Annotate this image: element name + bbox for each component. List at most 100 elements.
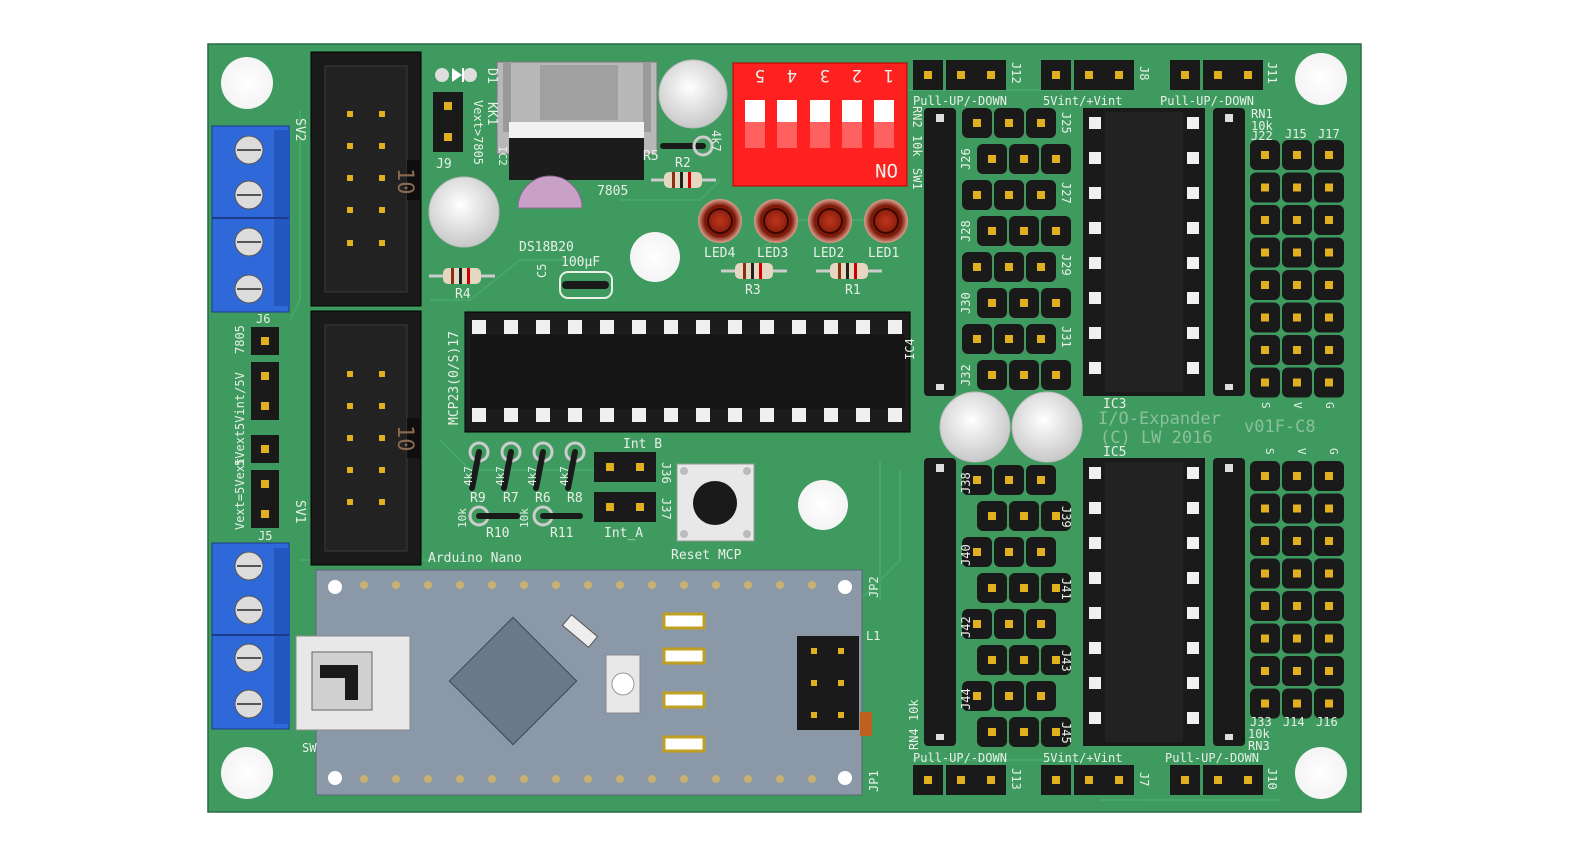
header-pin-contact	[1261, 313, 1269, 322]
header-pin-contact	[1261, 248, 1269, 257]
header-pin-contact	[1052, 227, 1060, 235]
header-pin-contact	[1261, 569, 1269, 578]
header-pin-contact	[1052, 728, 1060, 736]
mounting-hole	[1295, 747, 1347, 799]
header-pin-contact	[1020, 584, 1028, 592]
header-pin-contact	[1293, 667, 1301, 675]
header-pin-contact	[1261, 472, 1269, 480]
header-pin-contact	[1020, 512, 1028, 520]
silkscreen: SV2 SV1 10 10 D1 KK1 Vext>7805 J9 IC2 78…	[233, 62, 1340, 792]
header-pin-contact	[1005, 548, 1013, 556]
label-dip-3: 3	[820, 65, 830, 85]
label-j14: J14	[1283, 715, 1305, 729]
header-pin-contact	[1005, 119, 1013, 127]
label-arduino-nano: Arduino Nano	[428, 551, 522, 566]
header-pin-contact	[1293, 151, 1301, 159]
label-j16: J16	[1316, 715, 1338, 729]
label-r8: R8	[567, 491, 583, 506]
label-sv2: SV2	[292, 118, 307, 141]
header-pin-contact	[973, 335, 981, 343]
header-pin-contact	[973, 548, 981, 556]
label-col-v-top: V	[1291, 402, 1304, 409]
label-rn1: RN1	[1251, 107, 1273, 121]
resistors	[429, 172, 882, 284]
header-pin-contact	[973, 476, 981, 484]
label-j10: J10	[1265, 768, 1279, 790]
header-pin-contact	[1325, 216, 1333, 224]
label-5vext: 5Vext	[233, 430, 247, 466]
header-pin-contact	[1037, 548, 1045, 556]
mounting-hole	[221, 747, 273, 799]
mounting-hole	[1295, 53, 1347, 105]
header-pin-contact	[1325, 151, 1333, 159]
label-rn2: RN2 10k	[910, 106, 924, 157]
label-pu-top-right: Pull-UP/-DOWN	[1160, 94, 1254, 108]
header-pin-contact	[1037, 620, 1045, 628]
label-r7: R7	[503, 491, 519, 506]
label-col-g-top: G	[1323, 402, 1336, 409]
header-pin-contact	[1020, 227, 1028, 235]
jumpers-bottom	[913, 765, 1263, 795]
label-j30: J30	[959, 292, 973, 314]
label-int-b: Int B	[623, 437, 662, 452]
header-pin-contact	[1261, 634, 1269, 643]
label-j17: J17	[1318, 127, 1340, 141]
header-pin-contact	[1037, 335, 1045, 343]
header-pin-contact	[988, 584, 996, 592]
header-pin-contact	[1005, 335, 1013, 343]
header-pin-contact	[1052, 512, 1060, 520]
label-j6: J6	[256, 312, 270, 326]
header-pin-contact	[1020, 656, 1028, 664]
header-pin-contact	[1052, 584, 1060, 592]
header-pin-contact	[1261, 151, 1269, 159]
label-j37: J37	[659, 498, 673, 520]
header-pin-contact	[1261, 699, 1269, 708]
label-dip-4: 4	[787, 65, 797, 85]
jumpers-top	[913, 60, 1263, 90]
arduino-nano-board	[295, 569, 872, 796]
header-pin-contact	[1293, 634, 1301, 643]
label-reset-mcp: Reset MCP	[671, 548, 742, 563]
voltage-regulator-7805	[496, 61, 658, 180]
header-pin-contact	[1325, 346, 1333, 354]
header-pin-contact	[1261, 183, 1269, 192]
resistor-r5	[660, 135, 714, 157]
label-j8: J8	[1137, 66, 1151, 80]
box-header-sv1	[310, 310, 422, 566]
label-r8-val: 4k7	[558, 466, 571, 486]
label-j7: J7	[1137, 772, 1151, 786]
header-pin-contact	[1325, 602, 1333, 610]
label-r11: R11	[550, 526, 573, 541]
label-j31: J31	[1059, 326, 1073, 348]
dip-switch-sw1	[732, 62, 908, 187]
label-int-a: Int_A	[604, 526, 643, 541]
label-led3: LED3	[757, 246, 788, 261]
header-pin-contact	[1037, 692, 1045, 700]
header-pin-contact	[1325, 281, 1333, 289]
header-pin-contact	[988, 371, 996, 379]
header-pin-contact	[1261, 216, 1269, 224]
header-pin-contact	[1293, 569, 1301, 578]
mounting-hole	[798, 480, 848, 530]
label-rn3-val: 10k	[1248, 727, 1270, 741]
label-vint-top: 5Vint/+Vint	[1043, 94, 1122, 108]
header-pin-contact	[1261, 378, 1269, 387]
label-j38: J38	[959, 472, 973, 494]
label-col-s: S	[1263, 448, 1276, 455]
jumper-j9	[433, 92, 463, 152]
ic-mcp23017	[464, 311, 911, 433]
jumpers-j36-j37	[594, 452, 656, 522]
label-j6-7805: 7805	[233, 325, 247, 354]
label-sw: SW	[302, 741, 317, 755]
label-j11: J11	[1265, 62, 1279, 84]
header-pin-contact	[1325, 183, 1333, 192]
label-l1: L1	[866, 629, 880, 643]
header-pin-contact	[1037, 263, 1045, 271]
label-led4: LED4	[704, 246, 735, 261]
label-rn4: RN4 10k	[907, 699, 921, 750]
label-j43: J43	[1059, 650, 1073, 672]
header-pin-contact	[1020, 728, 1028, 736]
label-j5: J5	[258, 529, 272, 543]
capacitor	[1011, 391, 1083, 463]
